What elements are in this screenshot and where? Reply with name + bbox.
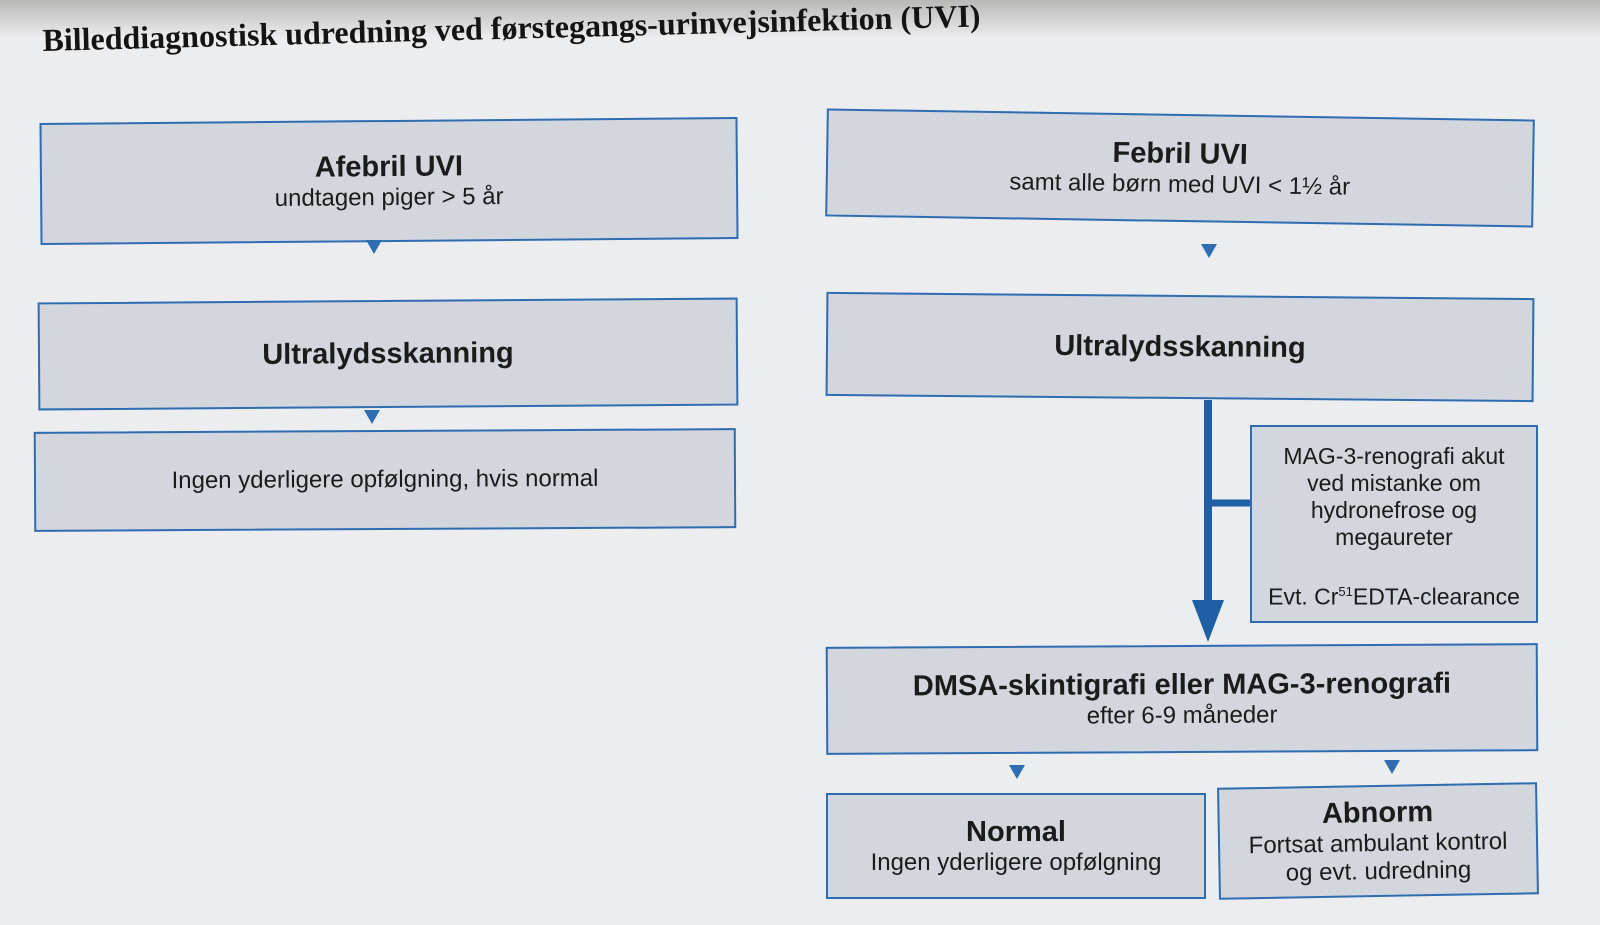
normal-result-box: Normal Ingen yderligere opfølgning xyxy=(826,793,1206,899)
normal-title: Normal xyxy=(966,816,1066,848)
abnormal-subtitle-line2: og evt. udredning xyxy=(1285,856,1472,887)
arrow-down-icon xyxy=(1201,244,1217,258)
mag3-acute-text: MAG-3-renografi akut ved mistanke om hyd… xyxy=(1283,443,1505,550)
normal-subtitle: Ingen yderligere opfølgning xyxy=(870,849,1162,876)
arrow-down-icon xyxy=(366,240,382,254)
page-top-shadow xyxy=(0,0,1600,38)
arrow-down-icon xyxy=(364,410,380,424)
arrow-down-icon xyxy=(1009,765,1025,779)
abnormal-title: Abnorm xyxy=(1321,796,1434,830)
mag3-acute-box: MAG-3-renografi akut ved mistanke om hyd… xyxy=(1250,425,1538,623)
abnormal-subtitle-line1: Fortsat ambulant kontrol xyxy=(1248,827,1508,860)
dmsa-title: DMSA-skintigrafi eller MAG-3-renografi xyxy=(912,667,1452,703)
edta-clearance-text: Evt. Cr51EDTA-clearance xyxy=(1268,584,1520,610)
dmsa-box: DMSA-skintigrafi eller MAG-3-renografi e… xyxy=(825,643,1539,755)
abnormal-result-box: Abnorm Fortsat ambulant kontrol og evt. … xyxy=(1217,782,1539,900)
dmsa-subtitle: efter 6-9 måneder xyxy=(1086,701,1278,730)
arrow-down-icon xyxy=(1384,760,1400,774)
